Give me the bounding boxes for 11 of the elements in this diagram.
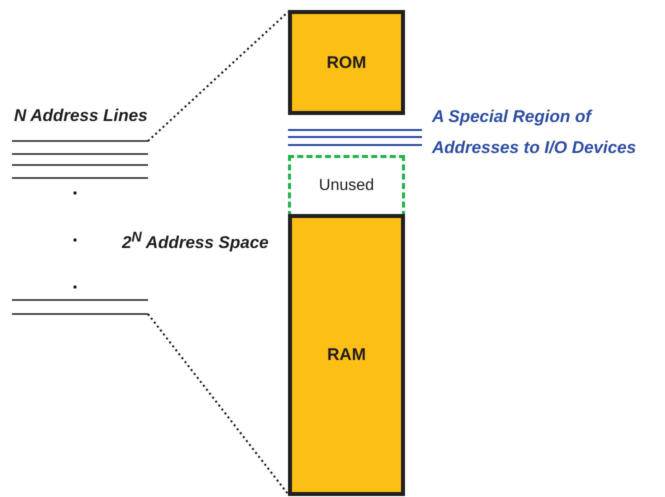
heading: N Address Lines — [14, 106, 148, 126]
memory-block — [288, 214, 405, 496]
memory-block — [288, 10, 405, 115]
dotted-line — [147, 313, 289, 495]
block-label: ROM — [326, 52, 366, 72]
region-note: A Special Region of Addresses to I/O Devices — [432, 106, 638, 159]
dotted-line — [147, 11, 289, 142]
block-label: Unused — [318, 177, 374, 195]
io-region-lines — [288, 128, 422, 148]
address-space-label: 2$^{N}$ Address Space — [122, 229, 269, 253]
block-label: RAM — [327, 345, 366, 365]
